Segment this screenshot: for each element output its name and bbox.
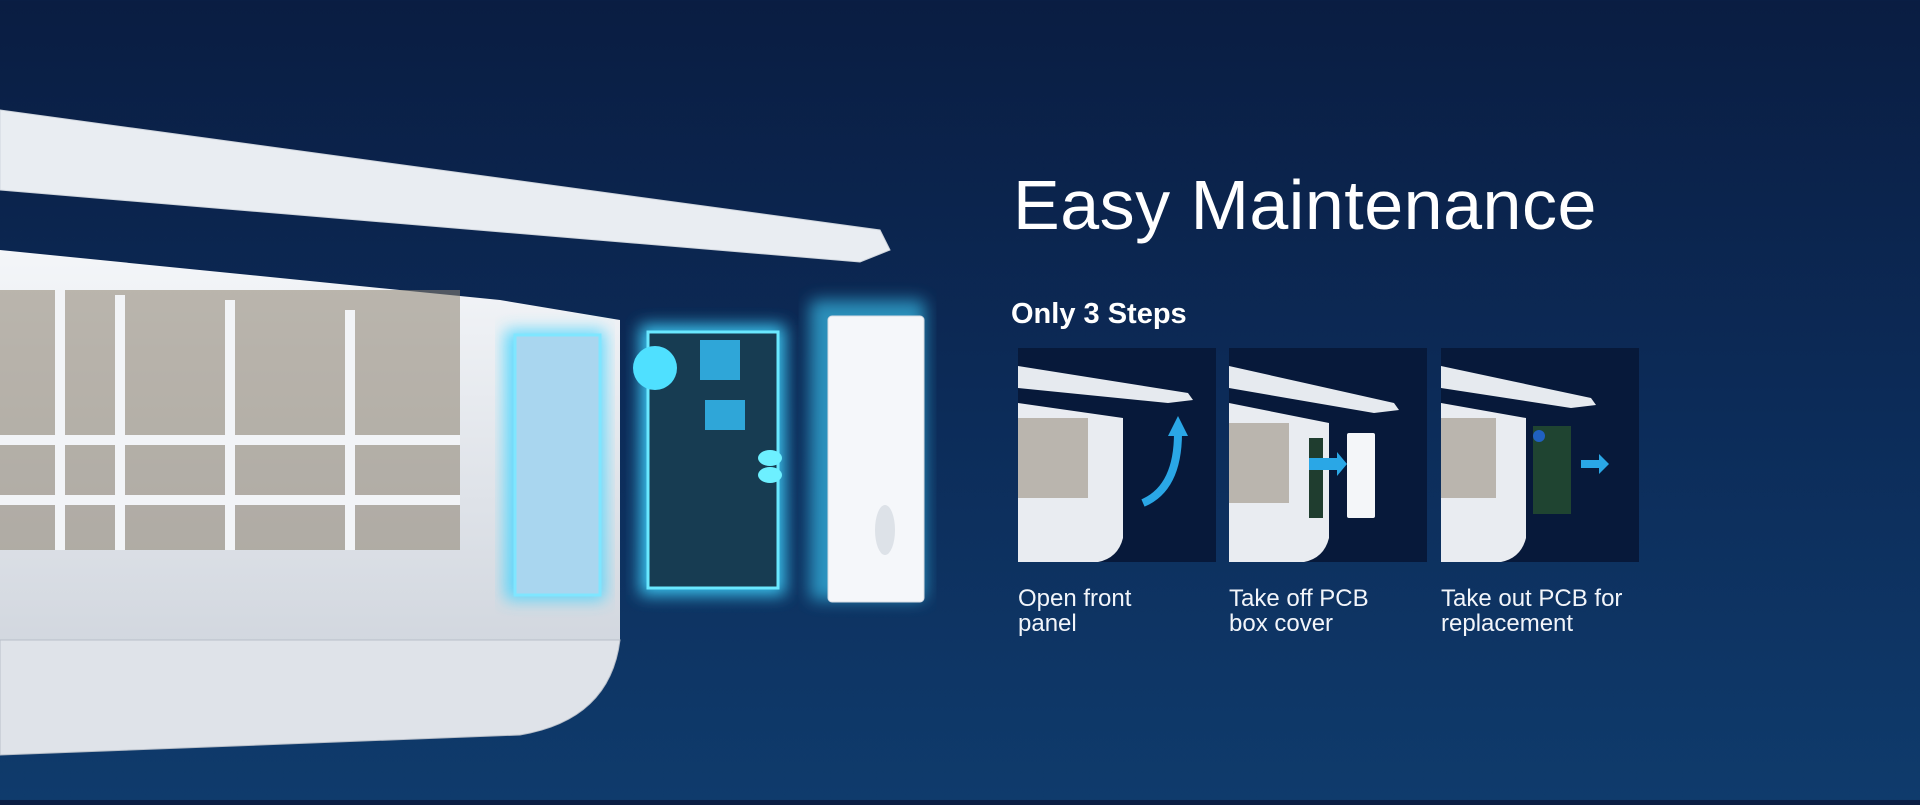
step-3-image — [1441, 348, 1639, 562]
arrow-up-curve-icon — [1141, 432, 1182, 507]
page-title: Easy Maintenance — [1013, 166, 1597, 244]
step-3-caption-line2: replacement — [1441, 610, 1574, 637]
step-1-caption-line1: Open front — [1018, 585, 1132, 612]
step-2-caption-line1: Take off PCB — [1229, 585, 1369, 612]
steps-subtitle: Only 3 Steps — [1011, 298, 1187, 330]
step-3-caption-line1: Take out PCB for — [1441, 585, 1623, 612]
step-1-image — [1018, 348, 1216, 562]
step-2-caption-line2: box cover — [1229, 610, 1334, 637]
arrow-right-icon — [1581, 460, 1601, 468]
arrow-right-icon — [1309, 458, 1339, 470]
step-1-caption-line2: panel — [1018, 610, 1077, 637]
step-2-image — [1229, 348, 1427, 562]
air-conditioner-product-image — [0, 0, 960, 800]
